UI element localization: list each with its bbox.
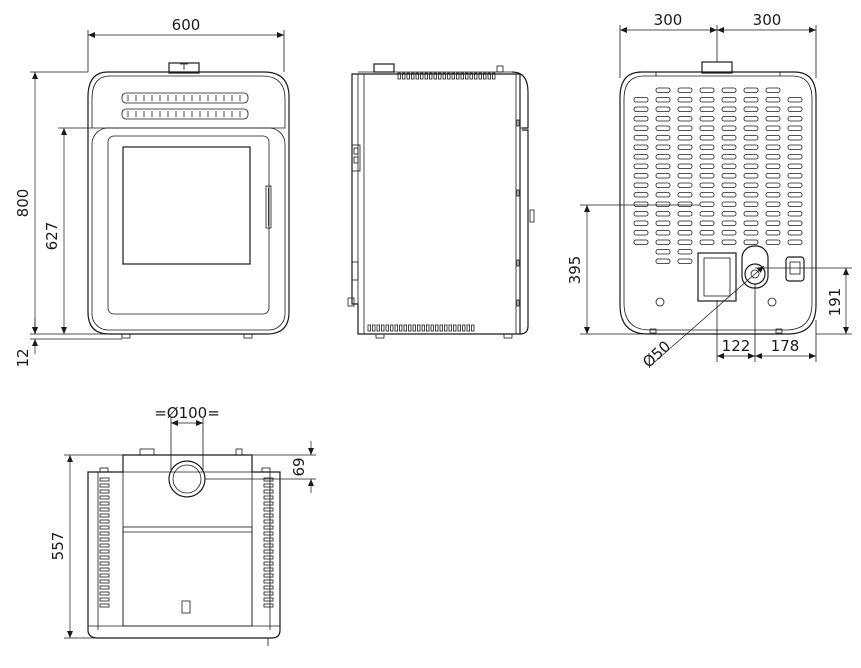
rear-inlet-height-label: 191 (826, 288, 844, 317)
rear-offset-2-label: 178 (771, 337, 800, 355)
front-door-height-label: 627 (43, 222, 61, 251)
top-view: =Ø100= 69 557 (49, 404, 316, 646)
front-width-label: 600 (172, 16, 201, 34)
rear-offset-1-label: 122 (722, 337, 751, 355)
rear-outlet-height-label: 395 (566, 256, 584, 285)
side-view (347, 63, 535, 339)
top-flue-offset-label: 69 (290, 457, 308, 476)
top-flue-diameter-label: =Ø100= (154, 404, 220, 422)
front-feet-label: 12 (14, 348, 32, 367)
top-depth-label: 557 (49, 532, 67, 561)
front-view: 600 800 627 12 (14, 16, 290, 368)
rear-half-left-label: 300 (654, 11, 683, 29)
rear-inlet-diameter-label: Ø50 (639, 337, 674, 371)
rear-half-right-label: 300 (753, 11, 782, 29)
rear-view: 300 300 395 191 (566, 11, 852, 371)
front-height-label: 800 (14, 189, 32, 218)
